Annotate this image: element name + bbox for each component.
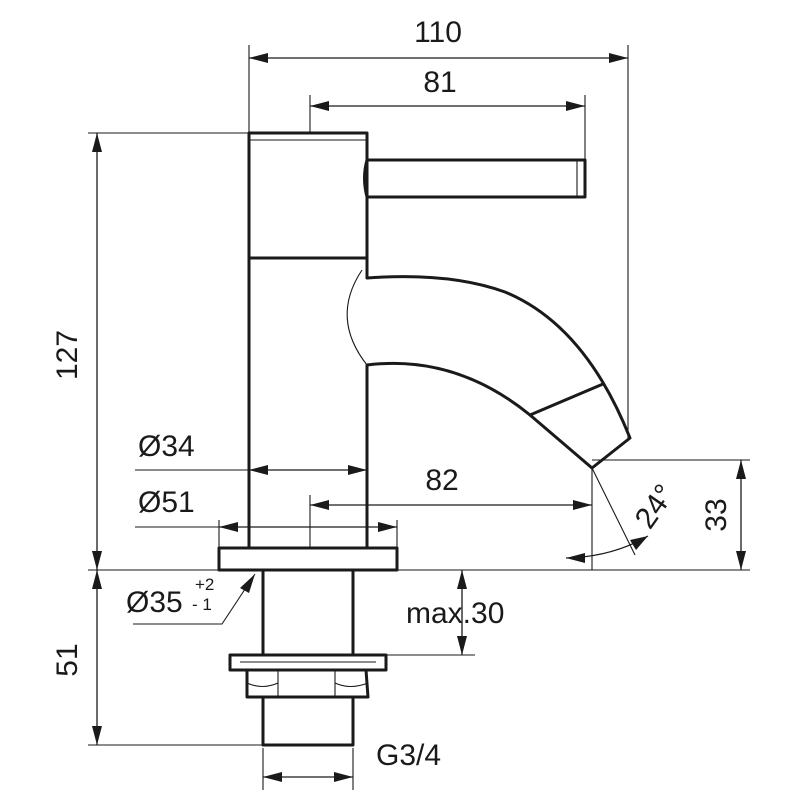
- label-body-diameter: Ø34: [138, 430, 195, 463]
- label-overall-width: 110: [414, 16, 462, 49]
- dim-hole-diameter: Ø35 +2 - 1: [126, 573, 256, 625]
- lever-arm: [363, 158, 587, 199]
- label-handle-reach: 81: [423, 66, 456, 99]
- dim-spout-angle: 24°: [565, 467, 682, 563]
- dim-spout-reach: 82: [310, 464, 592, 510]
- lower-connector: [261, 695, 355, 747]
- handle-cap: [247, 131, 369, 260]
- label-hole-tol-minus: - 1: [192, 595, 212, 614]
- dim-spout-height: 33: [700, 460, 746, 570]
- dim-flange-diameter: Ø51: [138, 486, 397, 532]
- hex-nut: [245, 668, 370, 699]
- dim-tail-length: 51: [51, 570, 102, 745]
- label-hole-tol-plus: +2: [195, 575, 214, 594]
- label-spout-height: 33: [700, 498, 733, 531]
- label-tail-length: 51: [51, 643, 84, 676]
- label-hole-diameter: Ø35: [126, 586, 183, 619]
- dim-max-deck-thickness: max.30: [390, 570, 504, 656]
- dim-handle-reach: 81: [310, 66, 585, 111]
- label-flange-diameter: Ø51: [138, 486, 195, 519]
- spout-aerator-line: [528, 382, 605, 417]
- body-and-spout: [247, 256, 632, 550]
- label-overall-height: 127: [51, 330, 84, 380]
- dim-overall-height: 127: [51, 133, 102, 570]
- hex-nut-faces: [246, 670, 369, 697]
- body-spout-junction: [346, 269, 368, 366]
- dim-body-diameter: Ø34: [138, 430, 367, 475]
- faucet-outline: [217, 131, 632, 747]
- label-thread: G3/4: [376, 739, 441, 772]
- label-max-deck-thickness: max.30: [406, 597, 504, 630]
- dim-overall-width: 110: [249, 16, 628, 63]
- threaded-tail: [261, 568, 355, 657]
- label-spout-reach: 82: [425, 464, 458, 497]
- flange: [217, 546, 399, 572]
- label-spout-angle: 24°: [629, 479, 682, 535]
- dim-thread: G3/4: [263, 739, 441, 782]
- extension-lines: [88, 45, 750, 790]
